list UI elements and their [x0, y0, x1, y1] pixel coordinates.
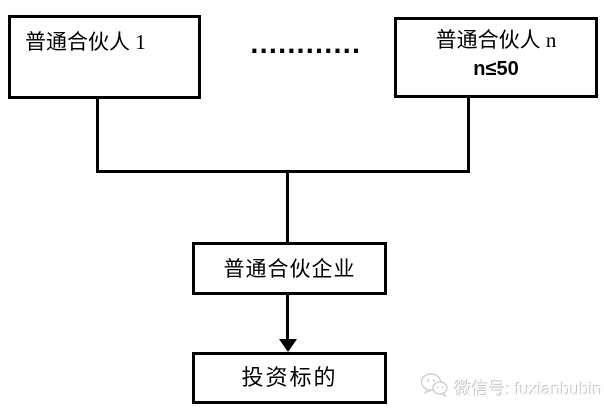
arrow-head-down-icon [279, 339, 297, 352]
node-investment-target-label: 投资标的 [241, 365, 338, 390]
node-general-partnership: 普通合伙企业 [192, 242, 387, 295]
watermark-text: 微信号: fuxianbubin [455, 380, 603, 399]
arrow-shaft [286, 295, 289, 340]
connector-center-vertical [286, 173, 289, 242]
ellipsis-dots: ............ [250, 33, 361, 59]
node-investment-target: 投资标的 [192, 352, 387, 404]
wechat-icon [420, 372, 448, 403]
watermark: 微信号: fuxianbubin [420, 372, 602, 403]
node-general-partner-1: 普通合伙人 1 [8, 15, 201, 99]
node-general-partner-n-sublabel: n≤50 [473, 58, 519, 80]
connector-left-vertical [96, 99, 99, 173]
node-general-partner-n: 普通合伙人 n n≤50 [394, 17, 598, 98]
connector-horizontal-bus [96, 170, 470, 173]
connector-right-vertical [467, 98, 470, 173]
node-general-partner-n-label: 普通合伙人 n [435, 28, 557, 52]
node-general-partnership-label: 普通合伙企业 [223, 256, 356, 281]
node-general-partner-1-label: 普通合伙人 1 [25, 30, 146, 54]
